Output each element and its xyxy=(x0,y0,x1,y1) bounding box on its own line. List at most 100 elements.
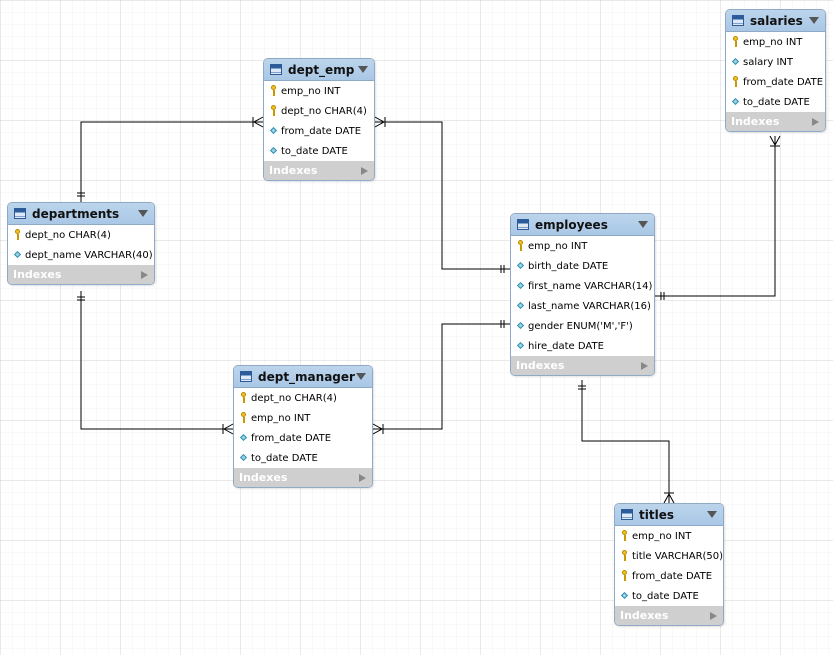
collapse-caret-icon[interactable] xyxy=(138,210,148,217)
expand-arrow-icon[interactable] xyxy=(141,270,148,279)
column-row[interactable]: dept_no CHAR(4) xyxy=(234,388,372,408)
column-row[interactable]: gender ENUM('M','F') xyxy=(511,316,654,336)
table-icon xyxy=(240,371,252,382)
column-row[interactable]: emp_no INT xyxy=(234,408,372,428)
column-row[interactable]: to_date DATE xyxy=(234,448,372,468)
table-title: dept_manager xyxy=(258,369,355,384)
column-diamond-icon xyxy=(13,249,23,261)
table-header[interactable]: salaries xyxy=(726,10,825,32)
rel-departments-dept-manager[interactable] xyxy=(77,291,234,435)
column-label: emp_no INT xyxy=(632,530,692,542)
expand-arrow-icon[interactable] xyxy=(641,361,648,370)
column-diamond-icon xyxy=(239,432,249,444)
column-row[interactable]: dept_no CHAR(4) xyxy=(8,225,154,245)
column-row[interactable]: to_date DATE xyxy=(264,141,374,161)
column-row[interactable]: emp_no INT xyxy=(615,526,723,546)
column-label: salary INT xyxy=(743,56,793,68)
column-label: dept_name VARCHAR(40) xyxy=(25,249,153,261)
indexes-label: Indexes xyxy=(731,115,780,128)
indexes-section[interactable]: Indexes xyxy=(615,606,723,625)
column-label: to_date DATE xyxy=(251,452,318,464)
column-diamond-icon xyxy=(239,452,249,464)
column-label: to_date DATE xyxy=(632,590,699,602)
table-dept-emp[interactable]: dept_emp emp_no INT dept_no CHAR(4) from_da… xyxy=(263,58,375,181)
collapse-caret-icon[interactable] xyxy=(356,373,366,380)
column-row[interactable]: emp_no INT xyxy=(264,81,374,101)
column-diamond-icon xyxy=(731,96,741,108)
indexes-section[interactable]: Indexes xyxy=(511,356,654,375)
column-row[interactable]: last_name VARCHAR(16) xyxy=(511,296,654,316)
indexes-section[interactable]: Indexes xyxy=(726,112,825,131)
column-row[interactable]: to_date DATE xyxy=(615,586,723,606)
table-icon xyxy=(14,208,26,219)
indexes-section[interactable]: Indexes xyxy=(8,265,154,284)
primary-key-icon xyxy=(731,76,741,88)
table-icon xyxy=(517,219,529,230)
column-row[interactable]: first_name VARCHAR(14) xyxy=(511,276,654,296)
column-row[interactable]: emp_no INT xyxy=(511,236,654,256)
column-label: emp_no INT xyxy=(281,85,341,97)
collapse-caret-icon[interactable] xyxy=(809,17,819,24)
table-title: dept_emp xyxy=(288,62,355,77)
column-diamond-icon xyxy=(516,340,526,352)
table-header[interactable]: departments xyxy=(8,203,154,225)
collapse-caret-icon[interactable] xyxy=(358,66,368,73)
column-row[interactable]: from_date DATE xyxy=(264,121,374,141)
primary-key-icon xyxy=(239,392,249,404)
collapse-caret-icon[interactable] xyxy=(707,511,717,518)
column-row[interactable]: from_date DATE xyxy=(615,566,723,586)
table-header[interactable]: dept_manager xyxy=(234,366,372,388)
column-row[interactable]: dept_no CHAR(4) xyxy=(264,101,374,121)
expand-arrow-icon[interactable] xyxy=(359,473,366,482)
column-label: dept_no CHAR(4) xyxy=(251,392,337,404)
primary-key-icon xyxy=(239,412,249,424)
table-header[interactable]: titles xyxy=(615,504,723,526)
column-diamond-icon xyxy=(269,125,279,137)
column-row[interactable]: from_date DATE xyxy=(234,428,372,448)
rel-employees-salaries[interactable] xyxy=(655,135,781,300)
expand-arrow-icon[interactable] xyxy=(361,166,368,175)
expand-arrow-icon[interactable] xyxy=(710,611,717,620)
primary-key-icon xyxy=(13,229,23,241)
column-diamond-icon xyxy=(731,56,741,68)
primary-key-icon xyxy=(731,36,741,48)
column-row[interactable]: dept_name VARCHAR(40) xyxy=(8,245,154,265)
collapse-caret-icon[interactable] xyxy=(638,221,648,228)
table-header[interactable]: dept_emp xyxy=(264,59,374,81)
rel-departments-dept-emp[interactable] xyxy=(77,116,264,202)
column-diamond-icon xyxy=(516,320,526,332)
column-label: from_date DATE xyxy=(281,125,362,137)
column-label: hire_date DATE xyxy=(528,340,604,352)
column-label: dept_no CHAR(4) xyxy=(281,105,367,117)
column-row[interactable]: to_date DATE xyxy=(726,92,825,112)
indexes-label: Indexes xyxy=(239,471,288,484)
table-dept-manager[interactable]: dept_manager dept_no CHAR(4) emp_no INT fro… xyxy=(233,365,373,488)
table-header[interactable]: employees xyxy=(511,214,654,236)
column-row[interactable]: salary INT xyxy=(726,52,825,72)
expand-arrow-icon[interactable] xyxy=(812,117,819,126)
rel-employees-dept-manager[interactable] xyxy=(372,320,510,435)
indexes-section[interactable]: Indexes xyxy=(234,468,372,487)
column-label: first_name VARCHAR(14) xyxy=(528,280,653,292)
column-row[interactable]: emp_no INT xyxy=(726,32,825,52)
table-icon xyxy=(621,509,633,520)
column-label: from_date DATE xyxy=(251,432,332,444)
primary-key-icon xyxy=(516,240,526,252)
column-row[interactable]: from_date DATE xyxy=(726,72,825,92)
table-title: salaries xyxy=(750,13,803,28)
column-row[interactable]: hire_date DATE xyxy=(511,336,654,356)
rel-employees-titles[interactable] xyxy=(578,380,675,504)
column-row[interactable]: birth_date DATE xyxy=(511,256,654,276)
table-salaries[interactable]: salaries emp_no INT salary INT from_date DA… xyxy=(725,9,826,132)
primary-key-icon xyxy=(620,530,630,542)
indexes-section[interactable]: Indexes xyxy=(264,161,374,180)
indexes-label: Indexes xyxy=(269,164,318,177)
table-title: employees xyxy=(535,217,608,232)
column-row[interactable]: title VARCHAR(50) xyxy=(615,546,723,566)
table-titles[interactable]: titles emp_no INT title VARCHAR(50)from_da… xyxy=(614,503,724,626)
rel-employees-dept-emp[interactable] xyxy=(374,116,510,273)
